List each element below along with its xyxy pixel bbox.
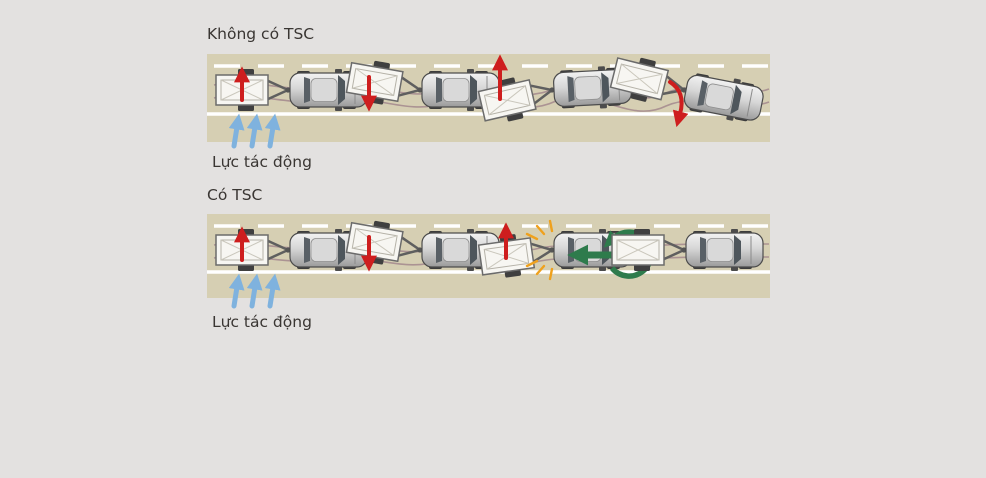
blue-force-arrow (246, 113, 263, 149)
orange-flash-icon (525, 259, 554, 281)
section-title: Có TSC (207, 186, 262, 204)
orange-flash-icon (525, 219, 554, 241)
red-sway-arrow-curved (668, 80, 689, 128)
force-label: Lực tác động (212, 313, 312, 331)
blue-force-arrow (246, 273, 263, 309)
blue-force-arrow (228, 113, 245, 149)
applied-force-group: Lực tác động (212, 113, 312, 171)
blue-force-arrow (264, 113, 281, 149)
force-label: Lực tác động (212, 153, 312, 171)
car-top-view-icon (685, 228, 764, 272)
blue-force-arrow (228, 273, 245, 309)
applied-force-group: Lực tác động (212, 273, 312, 331)
blue-force-arrow (264, 273, 281, 309)
section-with-tsc: Có TSC (207, 186, 770, 331)
section-title: Không có TSC (207, 25, 314, 43)
section-without-tsc: Không có TSC (207, 25, 770, 171)
